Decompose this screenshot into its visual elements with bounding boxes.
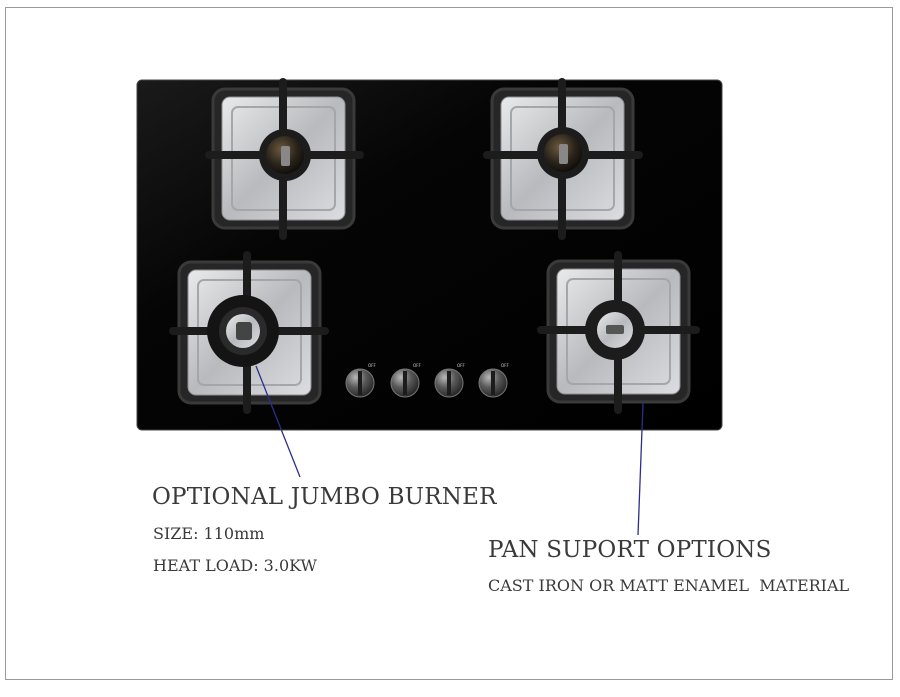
knob-2[interactable]: OFF — [390, 363, 421, 398]
pan-support-leader-line — [637, 402, 644, 536]
burner-bottom-left-jumbo — [169, 251, 329, 414]
jumbo-burner-title: OPTIONAL JUMBO BURNER — [152, 484, 497, 510]
control-knobs: OFF OFF OFF OFF — [345, 363, 509, 398]
knob-1-off-label: OFF — [368, 363, 376, 368]
knob-4-off-label: OFF — [501, 363, 509, 368]
knob-3[interactable]: OFF — [434, 363, 465, 398]
pan-support-material: CAST IRON OR MATT ENAMEL MATERIAL — [488, 576, 850, 595]
knob-1[interactable]: OFF — [345, 363, 376, 398]
burner-top-left — [205, 78, 364, 240]
jumbo-burner-heat-load: HEAT LOAD: 3.0KW — [153, 556, 317, 575]
jumbo-burner-leader-line — [255, 365, 301, 478]
jumbo-burner-size: SIZE: 110mm — [153, 524, 265, 543]
burner-bottom-right — [537, 251, 700, 414]
burner-top-right — [483, 78, 643, 240]
knob-3-off-label: OFF — [457, 363, 465, 368]
pan-support-title: PAN SUPORT OPTIONS — [488, 537, 772, 563]
knob-4[interactable]: OFF — [478, 363, 509, 398]
knob-2-off-label: OFF — [413, 363, 421, 368]
